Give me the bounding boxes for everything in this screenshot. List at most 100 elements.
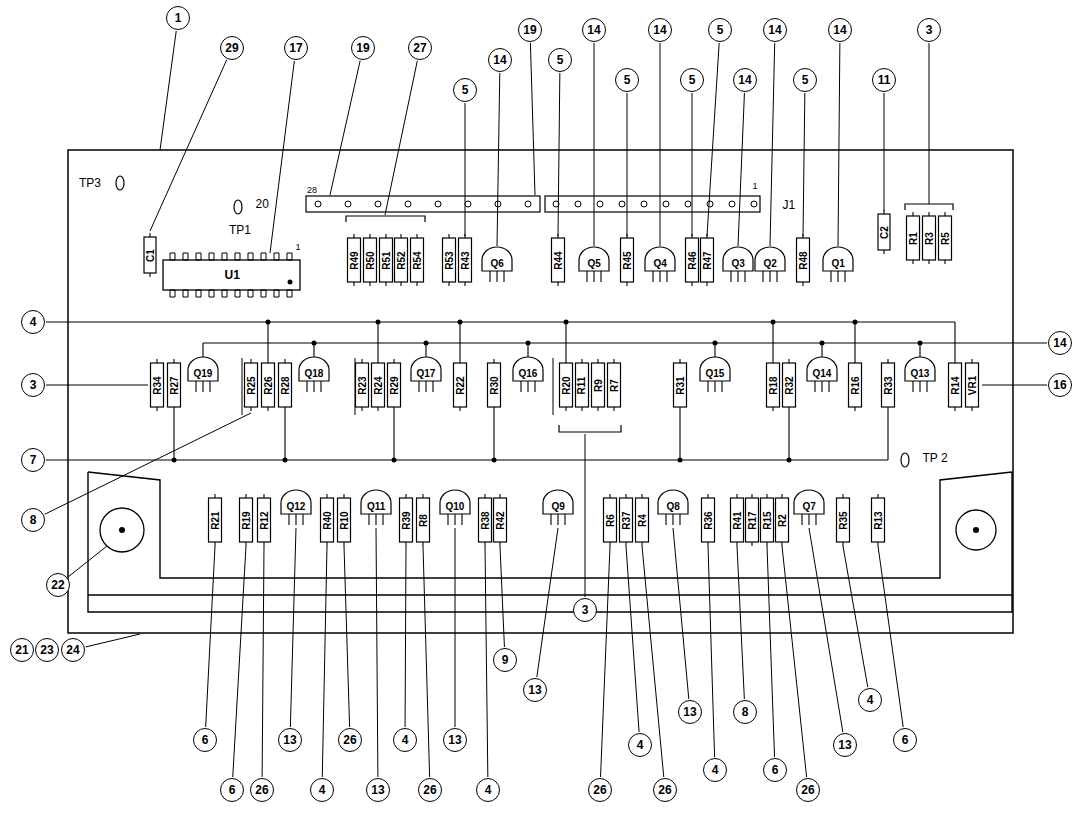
callout-text: 4 <box>402 733 409 747</box>
callout-number: 11 <box>872 68 896 92</box>
resistor-body <box>338 498 351 542</box>
dot <box>376 320 381 325</box>
pin-number: 1 <box>296 242 301 252</box>
resistor-label: R52 <box>396 251 407 269</box>
callout-text: 13 <box>448 733 461 747</box>
callout-number: 14 <box>763 18 787 42</box>
transistor-label: Q8 <box>667 501 680 513</box>
part-label: TP 2 <box>923 451 948 465</box>
leader-line <box>423 546 430 777</box>
resistor-label: R21 <box>210 511 221 529</box>
callout-text: 8 <box>30 513 37 527</box>
pin <box>525 201 531 207</box>
callout-text: 27 <box>413 41 426 55</box>
leader-line <box>809 528 843 732</box>
callout-text: 4 <box>712 763 719 777</box>
callout-text: 1 <box>175 11 182 25</box>
resistor-label: R11 <box>576 376 587 394</box>
resistor-body <box>454 363 467 407</box>
leader-line <box>838 43 840 246</box>
resistor-body <box>592 363 605 407</box>
callout-text: 19 <box>356 41 369 55</box>
callout-text: 14 <box>493 53 506 67</box>
resistor-label: R49 <box>349 251 360 269</box>
callout-number: 8 <box>733 700 757 724</box>
leader-line <box>626 546 639 732</box>
callout-text: 13 <box>283 733 296 747</box>
resistor-label: R38 <box>480 511 491 529</box>
transistor-label: Q18 <box>305 368 324 380</box>
transistor-label: Q10 <box>446 501 465 513</box>
bracket <box>559 425 621 432</box>
resistor-label: R43 <box>460 251 471 269</box>
resistor-label: R34 <box>152 376 163 394</box>
transistor-leads <box>490 271 504 282</box>
leader-line <box>767 546 775 757</box>
resistor-body <box>849 363 862 407</box>
resistor-label: R32 <box>784 376 795 394</box>
resistor-body <box>560 363 573 407</box>
transistor-leads <box>521 381 535 392</box>
callout-number: 14 <box>1048 331 1072 355</box>
callout-text: 13 <box>838 738 851 752</box>
test-point <box>116 176 124 190</box>
callout-number: 26 <box>338 728 362 752</box>
callout-number: 13 <box>278 728 302 752</box>
callout-number: 26 <box>418 778 442 802</box>
leader-line <box>46 322 58 323</box>
dot <box>266 320 271 325</box>
callout-text: 26 <box>801 783 814 797</box>
leader-line <box>500 546 504 647</box>
resistor-body <box>746 498 759 542</box>
transistor-label: Q5 <box>588 258 601 270</box>
connector-body <box>545 196 760 212</box>
callout-number: 4 <box>476 778 500 802</box>
callout-number: 3 <box>573 598 597 622</box>
callout-number: 13 <box>523 678 547 702</box>
resistor-label: R22 <box>455 376 466 394</box>
resistor-label: R16 <box>850 376 861 394</box>
callout-number: 5 <box>453 78 477 102</box>
callout-number: 4 <box>310 778 334 802</box>
leader-line <box>86 634 140 647</box>
transistor-leads <box>831 271 845 282</box>
callout-text: 5 <box>802 73 809 87</box>
resistor-body <box>872 498 885 542</box>
leader-line <box>738 93 744 246</box>
callout-number: 14 <box>733 68 757 92</box>
resistor-body <box>949 363 962 407</box>
transistor-body <box>823 247 853 271</box>
transistor-label: Q3 <box>732 258 745 270</box>
resistor-label: R28 <box>280 376 291 394</box>
leader-line <box>330 61 360 195</box>
leader-line <box>782 546 807 777</box>
callout-number: 24 <box>61 638 85 662</box>
callout-number: 6 <box>193 728 217 752</box>
leader-line <box>322 546 327 777</box>
callout-text: 14 <box>768 23 781 37</box>
leader-line <box>692 93 693 236</box>
callout-text: 6 <box>772 763 779 777</box>
bus-line <box>58 322 955 359</box>
bus-line <box>203 343 1042 357</box>
callout-number: 14 <box>648 18 672 42</box>
transistor-body <box>807 357 837 381</box>
resistor-body <box>395 238 408 282</box>
resistor-body <box>168 363 181 407</box>
chip-label: U1 <box>225 268 240 282</box>
callout-text: 8 <box>742 705 749 719</box>
resistor-label: R41 <box>732 511 743 529</box>
hole-center <box>973 527 979 533</box>
transistor-leads <box>369 514 383 525</box>
leader-line <box>46 385 148 386</box>
callout-number: 5 <box>680 68 704 92</box>
callout-number: 14 <box>488 48 512 72</box>
transistor-label: Q14 <box>813 368 832 380</box>
resistor-body <box>907 216 920 260</box>
resistor-body <box>262 363 275 407</box>
resistor-label: R18 <box>768 376 779 394</box>
callout-number: 5 <box>548 48 572 72</box>
resistor-body <box>620 498 633 542</box>
resistor-body <box>923 216 936 260</box>
